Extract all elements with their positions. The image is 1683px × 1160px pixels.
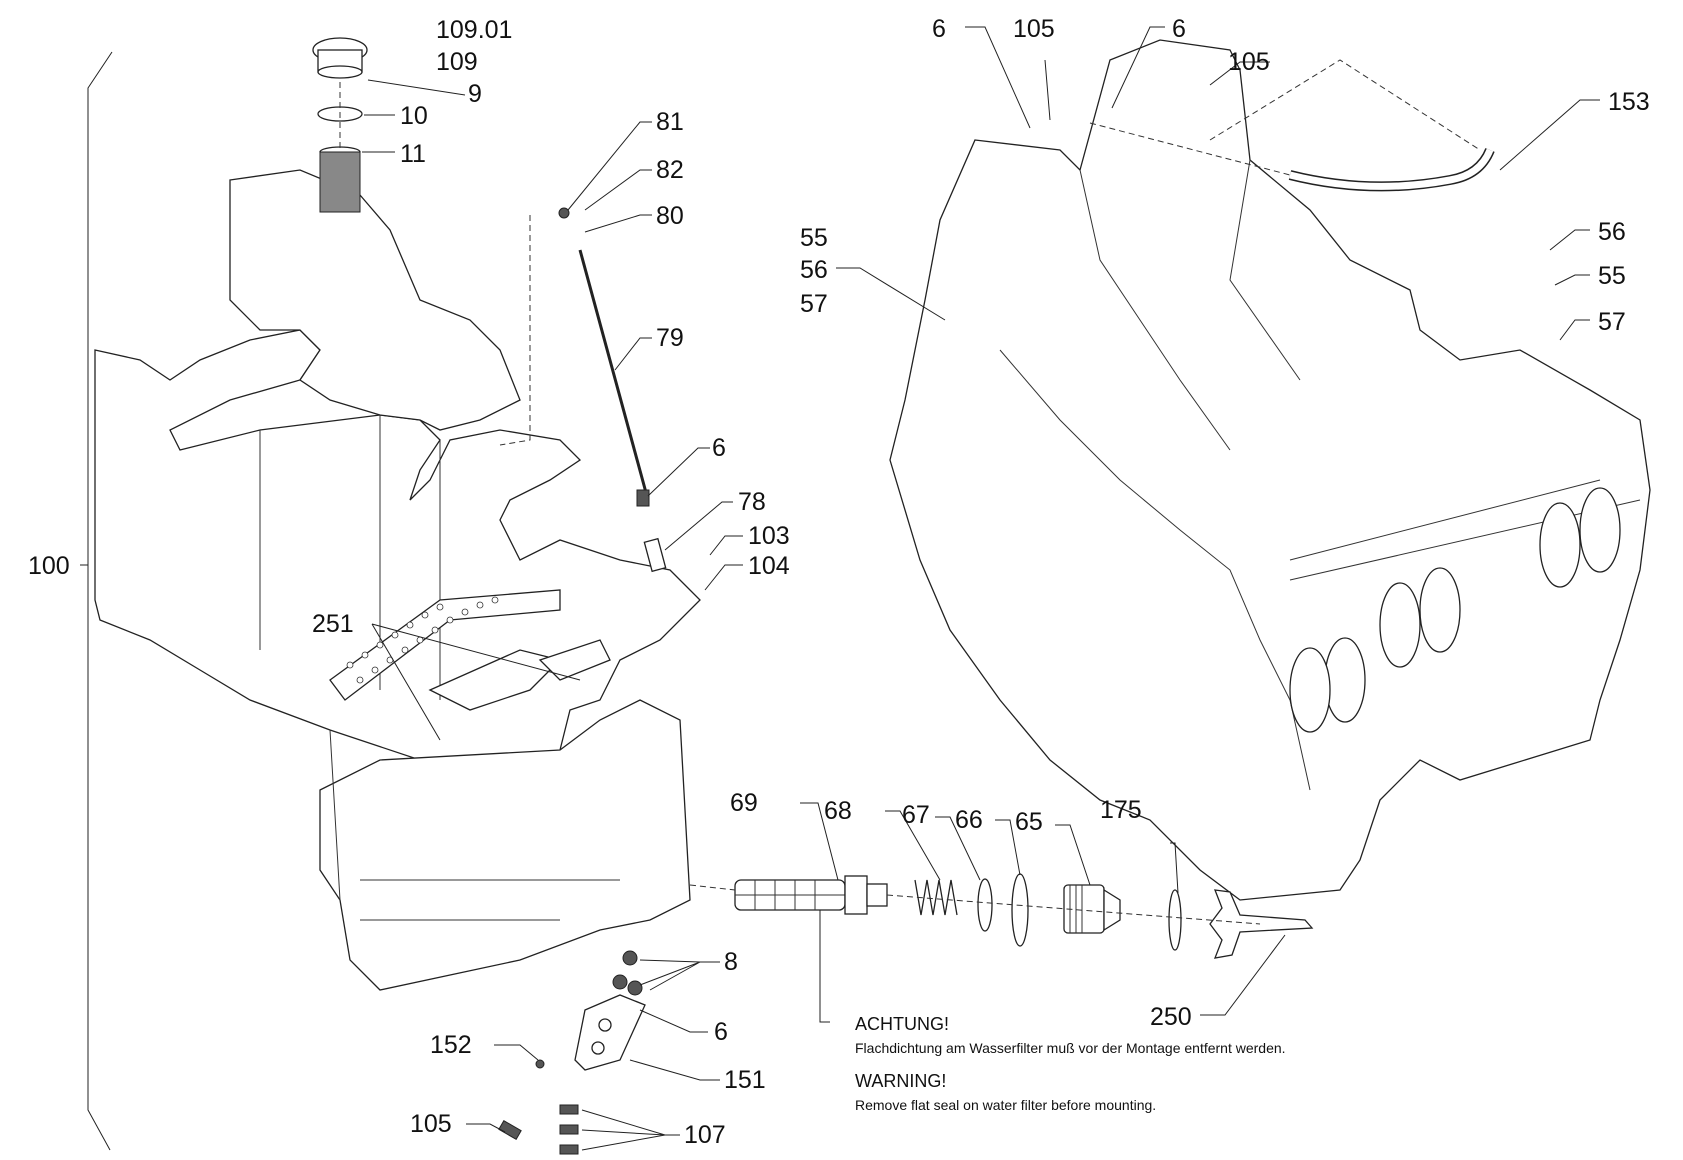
tank-port — [1579, 487, 1621, 573]
filler-cap — [312, 37, 368, 79]
elbow-fitting — [559, 1124, 579, 1135]
warning-heading-english: WARNING! — [855, 1071, 946, 1091]
callout-69: 69 — [730, 789, 758, 817]
tank-port — [1289, 647, 1331, 733]
callout-105: 105 — [1013, 15, 1055, 43]
retaining-clip — [1168, 889, 1182, 951]
callout-109-01: 109.01 — [436, 16, 512, 44]
dipstick-float — [643, 537, 667, 573]
callout-109: 109 — [436, 48, 478, 76]
callout-105: 105 — [1228, 48, 1270, 76]
left-tank-body — [94, 169, 701, 991]
grommet — [627, 980, 643, 996]
callout-57: 57 — [800, 290, 828, 318]
callout-103: 103 — [748, 522, 790, 550]
callout-78: 78 — [738, 488, 766, 516]
warning-heading-german: ACHTUNG! — [855, 1014, 949, 1034]
tank-port — [1324, 637, 1366, 723]
callout-100: 100 — [28, 552, 70, 580]
callout-9: 9 — [468, 80, 482, 108]
callout-68: 68 — [824, 797, 852, 825]
callout-57: 57 — [1598, 308, 1626, 336]
leader-lines — [80, 26, 1600, 1151]
assembly-bracket-100 — [87, 51, 113, 1151]
warning-text-german: Flachdichtung am Wasserfilter muß vor de… — [855, 1040, 1286, 1056]
callout-151: 151 — [724, 1066, 766, 1094]
callout-55: 55 — [800, 224, 828, 252]
callout-6: 6 — [932, 15, 946, 43]
seal-ring — [977, 878, 993, 932]
callout-66: 66 — [955, 806, 983, 834]
callout-250: 250 — [1150, 1003, 1192, 1031]
callout-175: 175 — [1100, 796, 1142, 824]
spring — [914, 879, 958, 916]
filter-wrench — [1209, 889, 1314, 959]
callout-10: 10 — [400, 102, 428, 130]
callout-105: 105 — [410, 1110, 452, 1138]
callout-153: 153 — [1608, 88, 1650, 116]
callout-55: 55 — [1598, 262, 1626, 290]
seal-ring — [1011, 873, 1029, 947]
callout-82: 82 — [656, 156, 684, 184]
filter-housing-cap — [1063, 884, 1121, 934]
grommet — [612, 974, 628, 990]
tank-port — [1539, 502, 1581, 588]
elbow-fitting — [559, 1144, 579, 1155]
perforation-dots — [346, 596, 499, 684]
callout-65: 65 — [1015, 808, 1043, 836]
valve-block — [574, 994, 646, 1071]
callout-79: 79 — [656, 324, 684, 352]
callout-67: 67 — [902, 801, 930, 829]
callout-8: 8 — [724, 948, 738, 976]
elbow-fitting — [498, 1119, 522, 1141]
callout-11: 11 — [400, 140, 426, 168]
callout-56: 56 — [800, 256, 828, 284]
dipstick-rod — [578, 249, 650, 501]
callout-81: 81 — [656, 108, 684, 136]
dipstick-clip — [558, 207, 570, 219]
callout-56: 56 — [1598, 218, 1626, 246]
tank-port — [1379, 582, 1421, 668]
callout-107: 107 — [684, 1121, 726, 1149]
right-tank-body — [889, 39, 1651, 901]
callout-80: 80 — [656, 202, 684, 230]
water-filter-cartridge — [734, 875, 888, 915]
tank-port — [1419, 567, 1461, 653]
callout-251: 251 — [312, 610, 354, 638]
dipstick-nut — [636, 489, 650, 507]
callout-152: 152 — [430, 1031, 472, 1059]
plug — [535, 1059, 545, 1069]
warning-text-english: Remove flat seal on water filter before … — [855, 1097, 1156, 1113]
callout-6: 6 — [714, 1018, 728, 1046]
callout-6: 6 — [712, 434, 726, 462]
callout-104: 104 — [748, 552, 790, 580]
elbow-fitting — [559, 1104, 579, 1115]
callout-6: 6 — [1172, 15, 1186, 43]
strainer-basket — [319, 146, 361, 213]
grommet — [622, 950, 638, 966]
